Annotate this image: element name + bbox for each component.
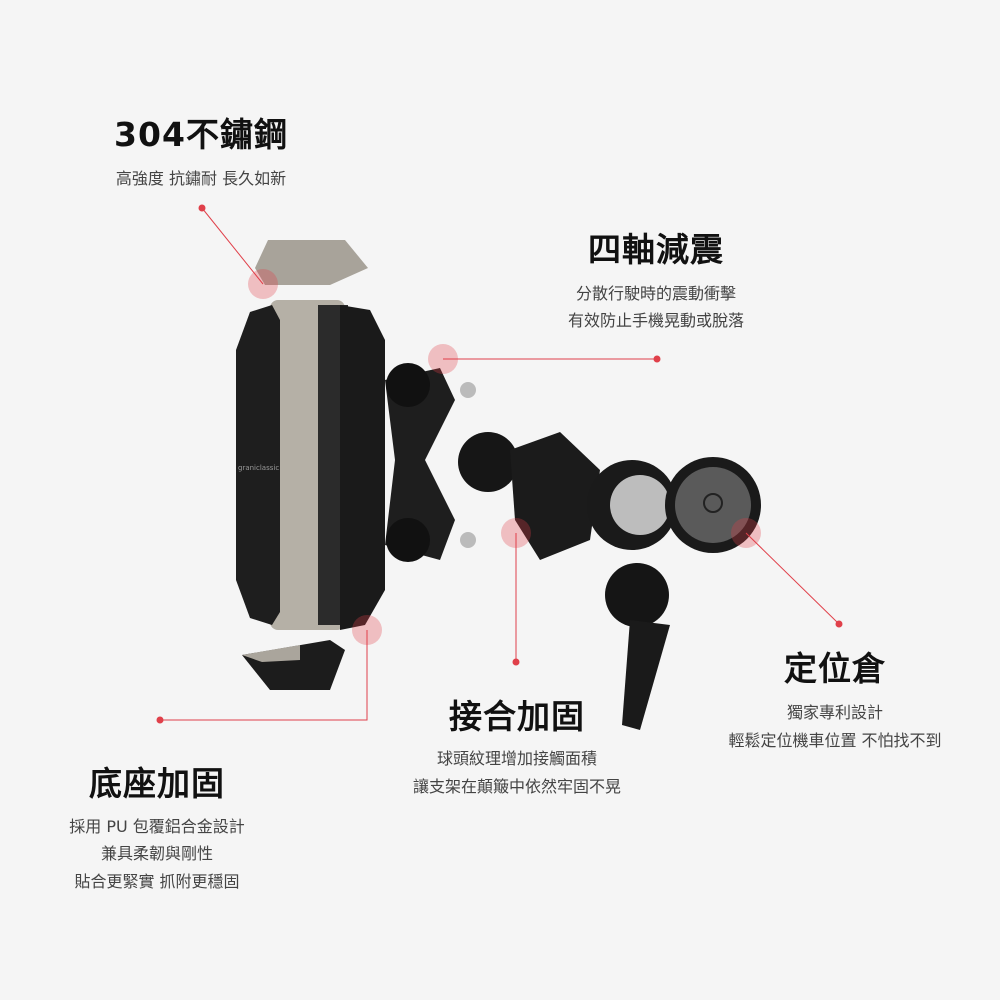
- phone-mount: graniclassic: [236, 240, 761, 730]
- feature-title-joint: 接合加固: [449, 697, 585, 736]
- feature-title-locator: 定位倉: [784, 649, 886, 688]
- feature-desc-shock-2: 有效防止手機晃動或脫落: [567, 311, 745, 330]
- feature-desc-locator-1: 獨家專利設計: [786, 703, 884, 722]
- feature-desc-locator-2: 輕鬆定位機車位置 不怕找不到: [728, 731, 942, 750]
- feature-desc-base-2: 兼具柔韌與剛性: [100, 844, 214, 863]
- callout-lines: [160, 207, 840, 721]
- feature-title-base: 底座加固: [89, 764, 225, 803]
- feature-title-stainless: 304不鏽鋼: [114, 115, 288, 154]
- feature-desc-base-1: 採用 PU 包覆鋁合金設計: [69, 817, 245, 836]
- feature-desc-shock-1: 分散行駛時的震動衝擊: [575, 284, 737, 303]
- feature-desc-base-3: 貼合更緊實 抓附更穩固: [74, 872, 240, 891]
- feature-desc-stainless-1: 高強度 抗鏽耐 長久如新: [115, 169, 287, 188]
- brand-logo: graniclassic: [238, 464, 279, 472]
- feature-desc-joint-1: 球頭紋理增加接觸面積: [436, 749, 598, 768]
- callout-markers: [156, 204, 843, 724]
- feature-desc-joint-2: 讓支架在顛簸中依然牢固不晃: [412, 777, 622, 796]
- feature-title-shock: 四軸減震: [588, 230, 724, 269]
